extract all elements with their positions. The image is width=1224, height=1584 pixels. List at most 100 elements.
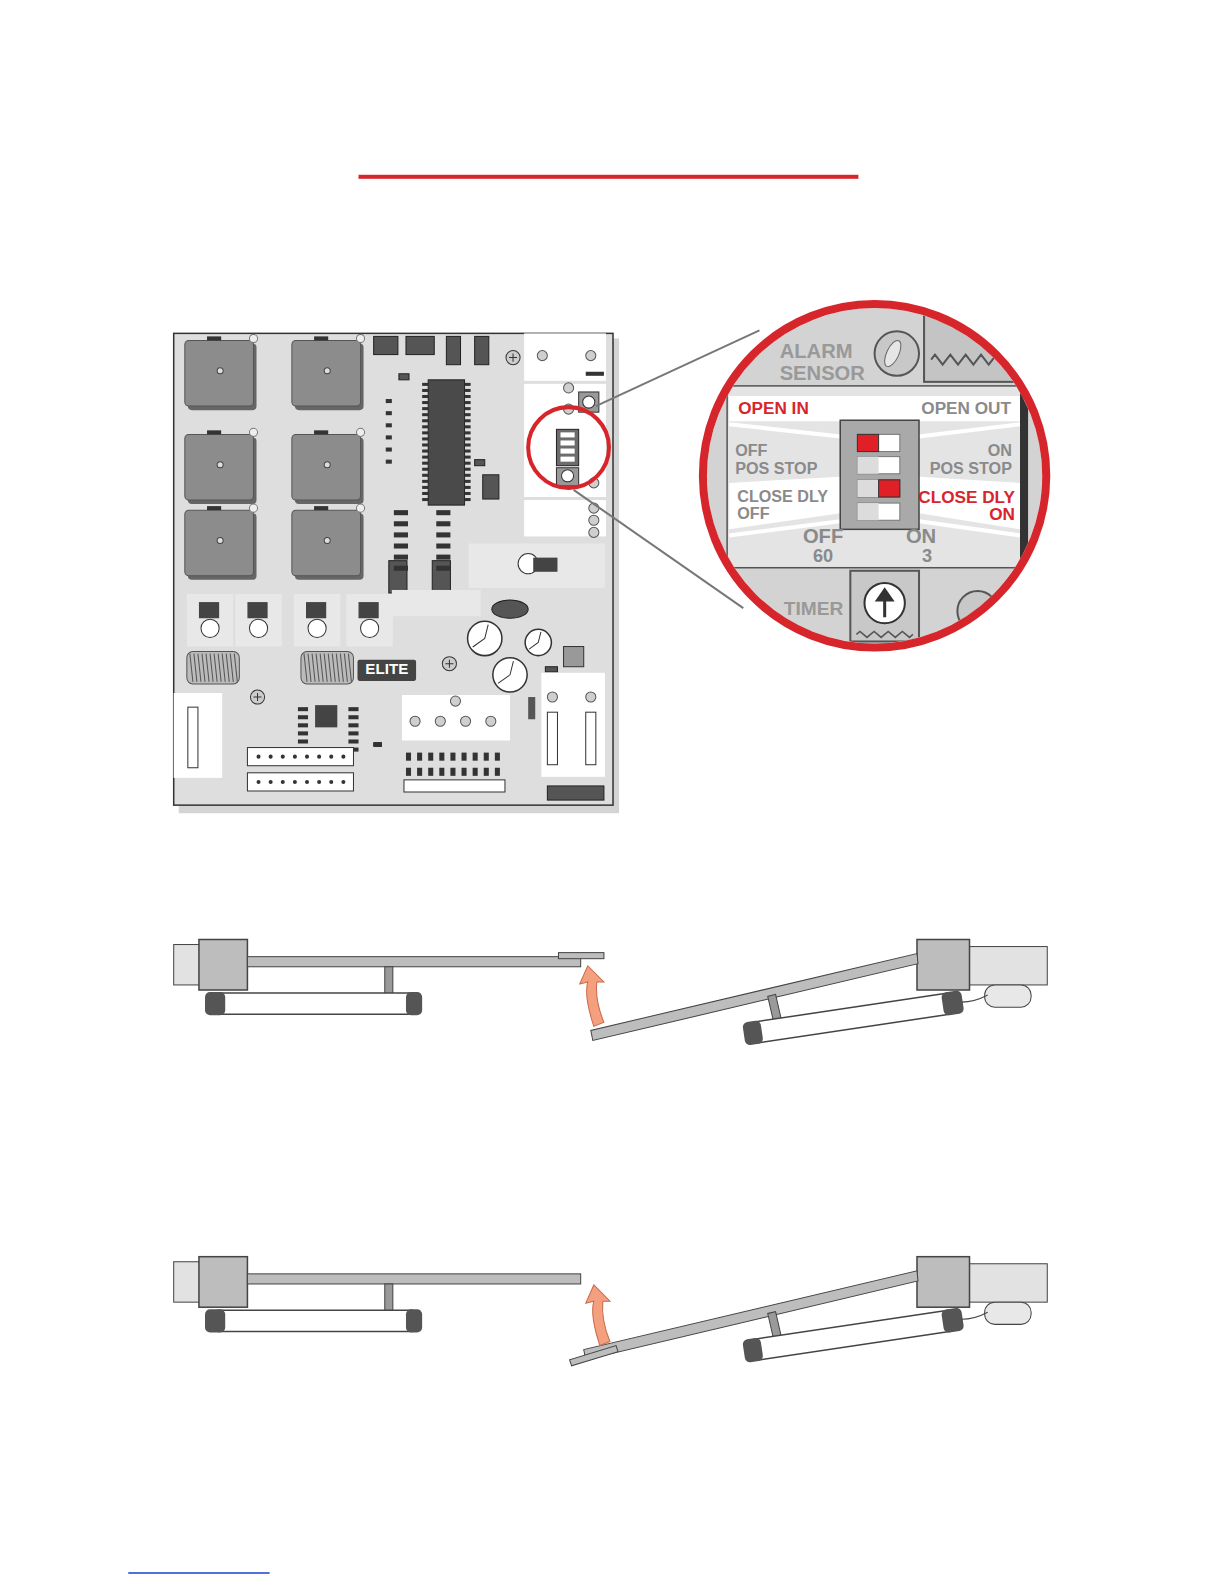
gate-post [199,1257,247,1308]
actuator-end [941,990,964,1016]
actuator-end [205,992,225,1015]
smd-part [436,510,450,515]
coil-turn [324,654,327,682]
coil-turn [336,654,339,682]
timer-pot-arrow [878,590,892,617]
fuse [188,707,198,768]
connector-pin [281,755,285,759]
screw-terminal [537,351,547,361]
coil-turn [222,654,225,682]
regulator [533,558,557,572]
smd-part [484,768,489,776]
actuator-arm [209,993,421,1014]
dip-switch [556,429,578,465]
coil-turn [230,654,233,682]
ic-pin [465,443,471,446]
coil-turn [226,654,229,682]
bridge [547,786,604,800]
gate-post [917,1257,970,1308]
label-band [729,396,1020,421]
screw-terminal [586,692,596,702]
coil-turn [332,654,335,682]
smd-part [417,768,422,776]
component [475,336,489,364]
switch-track-half [857,434,878,451]
screw-terminal [486,716,496,726]
smd-part [298,707,308,711]
relay-tab [207,336,221,340]
smd-part [386,435,392,439]
timer-label: 3 [922,547,932,566]
pin-header [404,780,505,792]
heatsink-area [187,594,233,647]
component [483,475,499,499]
smd-part [348,715,358,719]
swing-arrow [580,966,604,1027]
smd-part [406,753,411,761]
smd-part [417,753,422,761]
actuator [742,990,964,1046]
smd-part [348,731,358,735]
ic-pin [465,389,471,392]
ic-pin [422,437,428,440]
switch-track [857,434,899,451]
microcontroller [428,380,464,505]
component [545,667,557,672]
gate-leaf [247,1274,580,1284]
actuator-arm [745,1309,960,1362]
coil-turn [312,654,315,682]
screw-terminal [435,716,445,726]
actuator-mount [385,1284,393,1312]
potentiometer-knob [562,470,574,482]
coil-turn [218,654,221,682]
ic-pin [465,425,471,428]
coil-turn [234,654,237,682]
logo-plate [358,660,417,681]
ic-pin [465,492,471,495]
smd-part [386,460,392,464]
fuse-area [174,693,222,778]
connector [247,773,353,791]
ic-pin [422,419,428,422]
timer-label: ON [906,526,936,547]
timer-pot-knob [864,583,904,623]
screw-slot [445,660,453,668]
ic-pin [422,486,428,489]
coil-turn [308,654,311,682]
dip-lever [560,449,574,454]
smd-part [374,743,382,747]
switch-track-half [857,503,878,520]
smd-part [406,768,411,776]
smd-part [374,743,382,747]
ic-pin [465,431,471,434]
wall [970,1264,1048,1302]
fuse [586,712,596,765]
smd-part [450,768,455,776]
timer-label: OFF [803,526,843,547]
smd-part [495,768,500,776]
transistor-hole [249,619,267,637]
solder-pad [249,428,257,436]
ic-pin [422,492,428,495]
screw-terminal [589,527,599,537]
gate-post [199,939,247,990]
screw-terminal [461,716,471,726]
relay-tab [207,506,221,510]
transistor-hole [361,619,379,637]
relay-mark [324,368,330,374]
capacitor-mark [529,632,541,649]
switch-label: ON [988,442,1012,459]
switch-label: OFF [737,505,769,522]
smd-part [473,768,478,776]
ic-pin [422,450,428,453]
smd-part [428,753,433,761]
ic-pin [465,450,471,453]
inductor [301,652,354,684]
connector-pin [305,755,309,759]
smd-part [436,532,450,537]
panel-divider [729,424,840,436]
coil-turn [304,654,307,682]
part-label: ALARM SENSOR [780,341,877,383]
ic-pin [422,498,428,501]
fuse [547,712,557,765]
